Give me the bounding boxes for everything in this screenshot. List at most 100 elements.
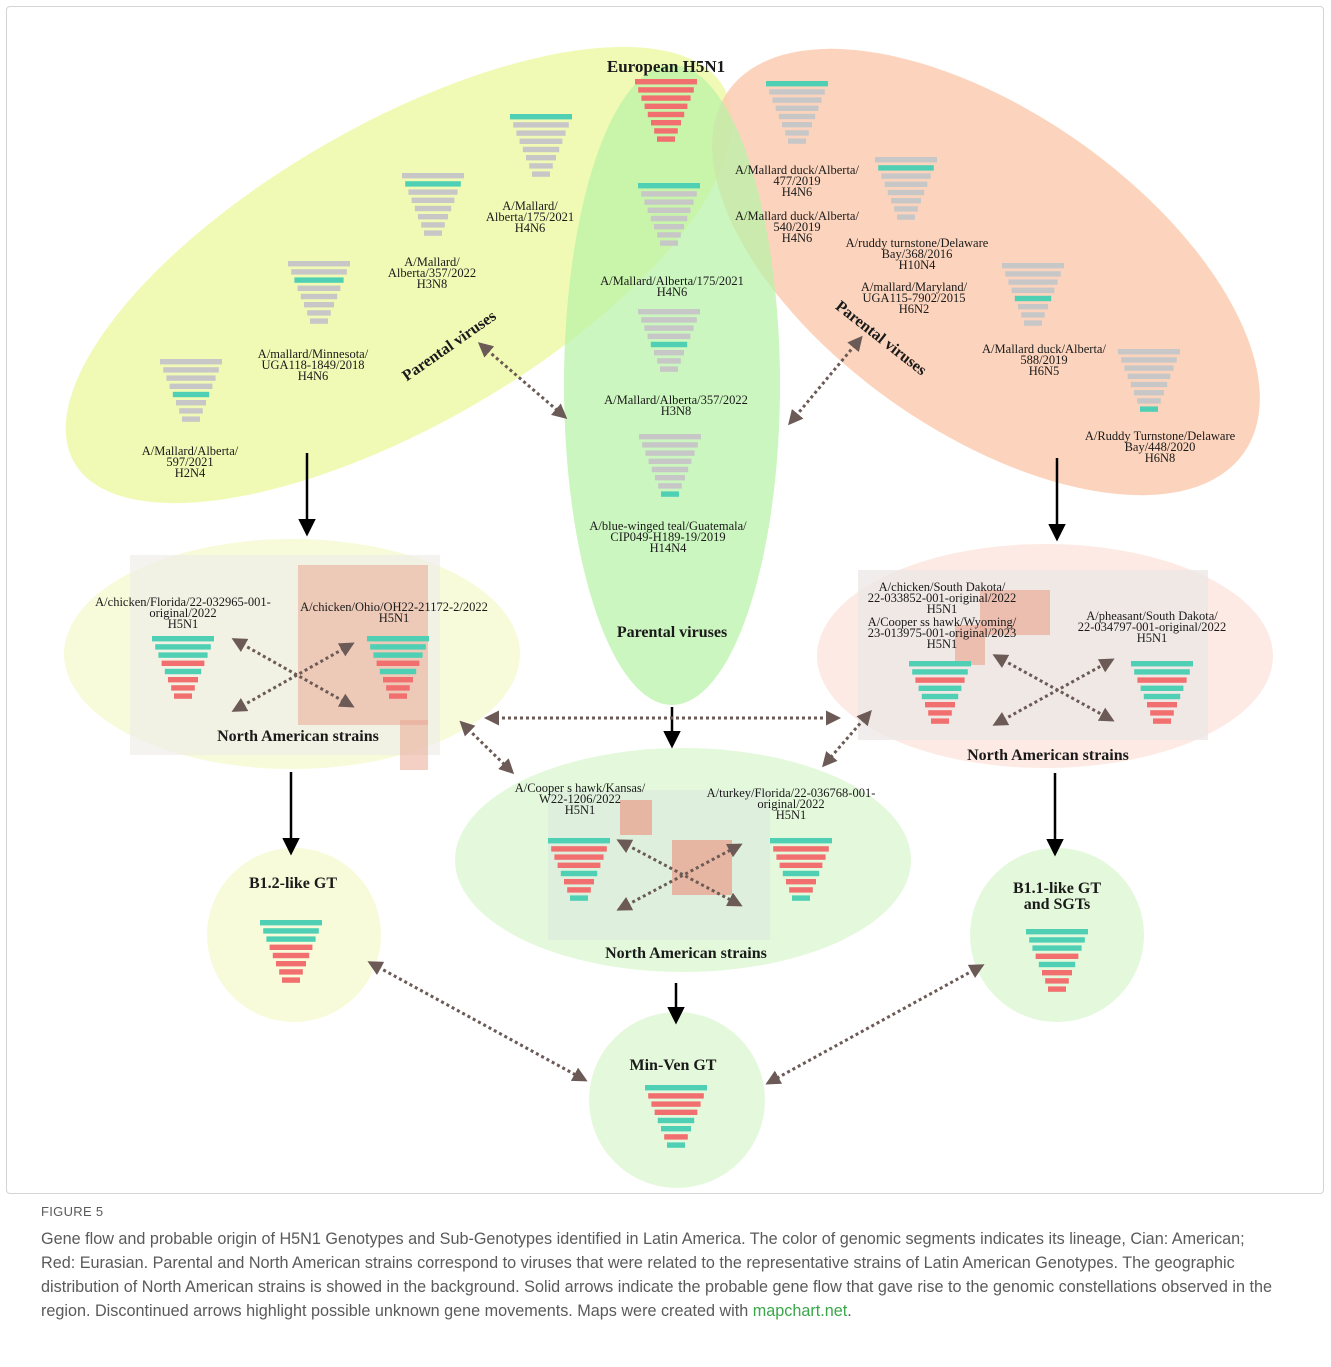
segment-nl1-3: [158, 652, 208, 658]
segment-nl2-2: [370, 644, 426, 650]
segment-stack-eu: [635, 79, 697, 142]
segment-nc1-5: [560, 870, 598, 877]
segment-pr2-7: [894, 206, 918, 212]
segment-pl2-6: [304, 302, 334, 308]
segment-stack-pr6: [1118, 349, 1180, 412]
segment-nr3-4: [1140, 685, 1184, 691]
segment-pc1-8: [660, 240, 678, 246]
svg-text:H4N6: H4N6: [782, 231, 813, 245]
segment-pl1-4: [169, 383, 213, 389]
segment-pl3-5: [414, 205, 452, 212]
strain-label-pl4: A/Mallard/ Alberta/175/2021 H4N6: [486, 199, 574, 235]
segment-nr1-7: [928, 710, 952, 716]
segment-b12-2: [263, 928, 319, 934]
segment-pr6-2: [1121, 357, 1177, 363]
svg-text:UGA115-7902/2015: UGA115-7902/2015: [862, 291, 965, 305]
segment-stack-nl2: [367, 636, 429, 699]
segment-pl3-4: [411, 197, 455, 203]
segment-b11-6: [1042, 970, 1072, 976]
b12-circle: [207, 848, 381, 1022]
segment-eu-7: [654, 128, 678, 134]
segment-pl3-6: [418, 214, 448, 220]
segment-pr1-3: [772, 97, 822, 103]
segment-pr2-3: [881, 173, 931, 179]
b11-title-line1: B1.1-like GT: [1013, 880, 1101, 897]
segment-pl4-6: [526, 155, 556, 161]
b12-title: B1.2-like GT: [249, 875, 337, 892]
segment-stack-pl4: [510, 114, 572, 177]
segment-pl4-4: [519, 138, 563, 144]
segment-pr2-4: [884, 181, 928, 187]
segment-b12-7: [279, 969, 303, 975]
svg-text:original/2022: original/2022: [149, 606, 216, 620]
svg-text:22-034797-001-original/2022: 22-034797-001-original/2022: [1078, 620, 1227, 634]
segment-minven-1: [645, 1085, 707, 1091]
segment-stacks: [152, 79, 1193, 1148]
segment-nl2-1: [367, 636, 429, 642]
segment-stack-pl1: [160, 359, 222, 422]
segment-pl4-3: [516, 130, 566, 136]
segment-pr5-6: [1018, 304, 1048, 310]
segment-b12-3: [266, 936, 316, 942]
segment-pr5-1: [1002, 263, 1064, 269]
segment-minven-6: [661, 1126, 691, 1132]
segment-pl1-6: [176, 400, 206, 406]
segment-eu-6: [651, 120, 681, 126]
segment-nr3-8: [1153, 718, 1171, 724]
segment-pr1-2: [769, 89, 825, 95]
segment-pc2-7: [657, 358, 681, 364]
segment-pc2-6: [654, 350, 684, 356]
strain-label-nc2: A/turkey/Florida/22-036768-001- original…: [707, 786, 876, 822]
svg-text:H5N1: H5N1: [927, 637, 958, 651]
strain-label-pr3: A/ruddy turnstone/Delaware Bay/368/2016 …: [846, 236, 989, 272]
svg-text:A/Mallard/: A/Mallard/: [502, 199, 558, 213]
segment-nl1-8: [174, 693, 192, 699]
svg-text:A/ruddy turnstone/Delaware: A/ruddy turnstone/Delaware: [846, 236, 989, 250]
segment-b12-6: [276, 961, 306, 967]
segment-nc2-1: [770, 838, 832, 844]
strain-label-pl2: A/mallard/Minnesota/ UGA118-1849/2018 H4…: [258, 347, 369, 383]
segment-pl2-4: [297, 285, 341, 291]
caption-text: Gene flow and probable origin of H5N1 Ge…: [41, 1227, 1281, 1323]
segment-stack-pc3: [639, 434, 701, 497]
segment-nc2-6: [786, 879, 816, 885]
segment-nc2-3: [776, 854, 826, 860]
segment-minven-8: [667, 1142, 685, 1148]
figure-label: FIGURE 5: [41, 1204, 104, 1219]
dotted-arrow-nl-nc: [459, 720, 515, 775]
svg-text:H4N6: H4N6: [515, 221, 546, 235]
segment-nr3-5: [1143, 693, 1181, 700]
segment-pc1-5: [650, 215, 688, 222]
segment-minven-3: [651, 1101, 701, 1107]
european-h5n1-title: European H5N1: [607, 57, 725, 76]
segment-pl3-1: [402, 173, 464, 179]
svg-text:Alberta/175/2021: Alberta/175/2021: [486, 210, 574, 224]
segment-pl3-2: [405, 181, 461, 187]
na-center-title: North American strains: [605, 945, 767, 962]
strain-label-nr1: A/chicken/South Dakota/ 22-033852-001-or…: [868, 580, 1017, 616]
b11-circle: [970, 848, 1144, 1022]
segment-pr6-4: [1127, 373, 1171, 379]
segment-pl1-2: [163, 367, 219, 373]
strain-label-pl3: A/Mallard/ Alberta/357/2022 H3N8: [388, 255, 476, 291]
segment-pr1-1: [766, 81, 828, 87]
strain-label-pc3: A/blue-winged teal/Guatemala/ CIP049-H18…: [589, 519, 747, 555]
svg-text:597/2021: 597/2021: [166, 455, 213, 469]
caption-end: .: [847, 1302, 852, 1320]
segment-nl1-5: [164, 668, 202, 675]
svg-text:UGA118-1849/2018: UGA118-1849/2018: [261, 358, 364, 372]
strain-label-pc1: A/Mallard/Alberta/175/2021 H4N6: [600, 274, 744, 299]
segment-nr1-8: [931, 718, 949, 724]
segment-pc1-6: [654, 224, 684, 230]
segment-minven-2: [648, 1093, 704, 1099]
segment-pc1-2: [641, 191, 697, 197]
segment-stack-pl3: [402, 173, 464, 236]
dotted-arrow-b12-minven: [367, 961, 588, 1082]
segment-stack-nr3: [1131, 661, 1193, 724]
segment-nl1-2: [155, 644, 211, 650]
mapchart-link[interactable]: mapchart.net: [752, 1302, 848, 1320]
segment-nr1-3: [915, 677, 965, 683]
segment-b12-8: [282, 977, 300, 983]
segment-nr3-3: [1137, 677, 1187, 683]
segment-pc3-5: [651, 466, 689, 473]
